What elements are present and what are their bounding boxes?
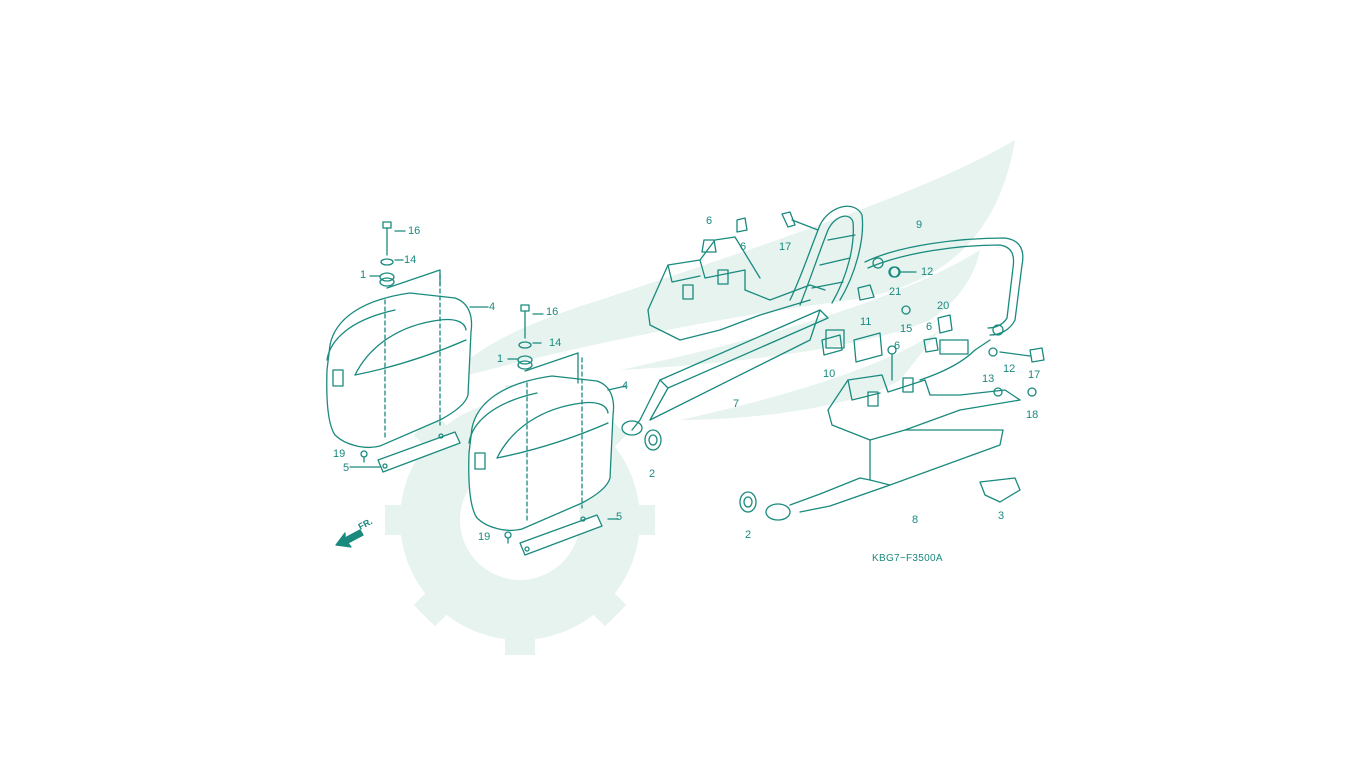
callout-3: 3 [998, 510, 1005, 522]
callout-12: 12 [1003, 363, 1016, 375]
callout-5: 5 [616, 511, 623, 523]
callout-7: 7 [733, 398, 740, 410]
callout-8: 8 [912, 514, 919, 526]
callout-19: 19 [478, 531, 491, 543]
callout-10: 10 [823, 368, 836, 380]
callout-14: 14 [549, 337, 562, 349]
callout-6: 6 [740, 241, 747, 253]
callout-11: 11 [860, 316, 872, 328]
callout-2: 2 [649, 468, 656, 480]
callout-16: 16 [546, 306, 559, 318]
callout-14: 14 [404, 254, 417, 266]
callout-9: 9 [916, 219, 923, 231]
callout-20: 20 [937, 300, 950, 312]
callout-6: 6 [894, 340, 901, 352]
callout-21: 21 [889, 286, 902, 298]
callout-19: 19 [333, 448, 346, 460]
right-bag-hardware [504, 304, 627, 544]
small-hardware [701, 211, 1045, 397]
left-bag-hardware [349, 221, 489, 468]
callout-6: 6 [706, 215, 713, 227]
callout-2: 2 [745, 529, 752, 541]
callout-5: 5 [343, 462, 350, 474]
right-saddlebag [468, 357, 615, 556]
grab-rail [864, 237, 1024, 336]
callout-18: 18 [1026, 409, 1039, 421]
callout-15: 15 [900, 323, 913, 335]
callout-17: 17 [1028, 369, 1041, 381]
callout-4: 4 [489, 301, 496, 313]
callout-1: 1 [360, 269, 367, 281]
drawing-code: KBG7−F3500A [872, 553, 943, 564]
front-arrow-icon [335, 529, 364, 548]
callout-4: 4 [622, 380, 629, 392]
watermark-logo [385, 140, 1015, 655]
callout-13: 13 [982, 373, 995, 385]
callout-12: 12 [921, 266, 934, 278]
callout-6: 6 [926, 321, 933, 333]
left-saddlebag [326, 274, 473, 473]
left-bracket-frame [621, 205, 864, 451]
callout-1: 1 [497, 353, 504, 365]
callout-17: 17 [779, 241, 792, 253]
right-bracket-frame [739, 339, 1021, 521]
callout-16: 16 [408, 225, 421, 237]
